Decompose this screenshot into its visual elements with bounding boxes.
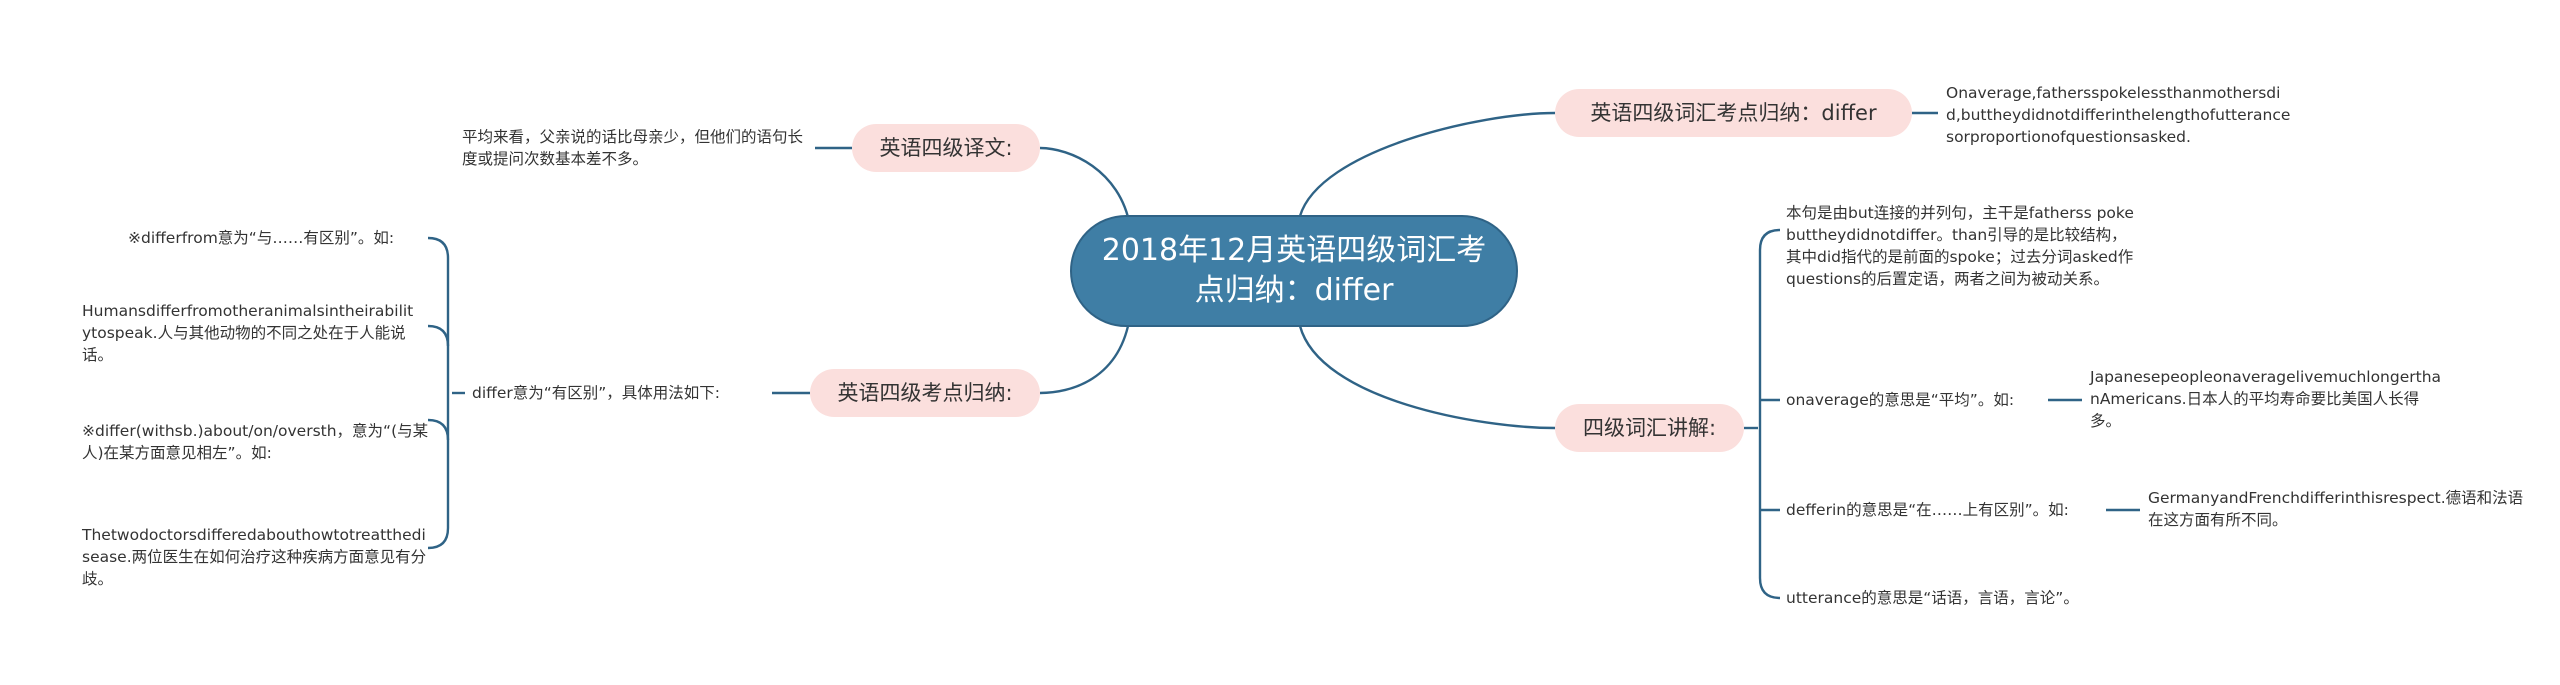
- branch-summary-label: 英语四级词汇考点归纳：differ: [1590, 101, 1877, 125]
- branch-summary[interactable]: 英语四级词汇考点归纳：differ: [1555, 89, 1912, 137]
- exam-item-differfrom: ※differfrom意为“与……有区别”。如:: [128, 229, 395, 247]
- exam-item-example-2: Thetwodoctorsdifferedabouthowtotreatthed…: [82, 526, 427, 588]
- vocab-utterance: utterance的意思是“话语，言语，言论”。: [1786, 589, 2079, 607]
- vocab-bracket: [1758, 228, 1781, 600]
- branch-exam-points[interactable]: 英语四级考点归纳:: [810, 369, 1040, 417]
- branch-vocab-label: 四级词汇讲解:: [1582, 416, 1717, 440]
- link-root-translation: [1039, 146, 1132, 227]
- branch-vocab[interactable]: 四级词汇讲解:: [1555, 404, 1744, 452]
- exam-bracket: [427, 236, 450, 550]
- link-root-summary: [1298, 111, 1556, 217]
- vocab-onaverage: onaverage的意思是“平均”。如:: [1786, 391, 2015, 409]
- vocab-differin: defferin的意思是“在……上有区别”。如:: [1786, 501, 2069, 519]
- root-topic[interactable]: 2018年12月英语四级词汇考点归纳：differ: [1070, 215, 1518, 327]
- branch-exam-points-label: 英语四级考点归纳:: [837, 381, 1013, 405]
- exam-item-differwith: ※differ(withsb.)about/on/oversth，意为“(与某人…: [82, 422, 429, 462]
- link-root-vocab: [1298, 325, 1556, 430]
- branch-translation-label: 英语四级译文:: [879, 136, 1013, 160]
- exam-points-mid: differ意为“有区别”，具体用法如下:: [472, 384, 721, 402]
- vocab-onaverage-example: Japanesepeopleonaveragelivemuchlongertha…: [2090, 368, 2442, 430]
- translation-text: 平均来看，父亲说的话比母亲少，但他们的语句长度或提问次数基本差不多。: [462, 128, 804, 168]
- exam-item-example-1: Humansdifferfromotheranimalsintheirabili…: [82, 302, 414, 364]
- branch-translation[interactable]: 英语四级译文:: [852, 124, 1040, 172]
- link-root-exam: [1039, 315, 1132, 395]
- vocab-differin-example: GermanyandFrenchdifferinthisrespect.德语和法…: [2148, 489, 2524, 529]
- summary-text: Onaverage,fathersspokelessthanmothersdid…: [1946, 84, 2291, 146]
- root-title: 2018年12月英语四级词汇考点归纳：differ: [1101, 233, 1487, 308]
- vocab-analysis: 本句是由but连接的并列句，主干是fatherss pokebuttheydid…: [1786, 204, 2134, 288]
